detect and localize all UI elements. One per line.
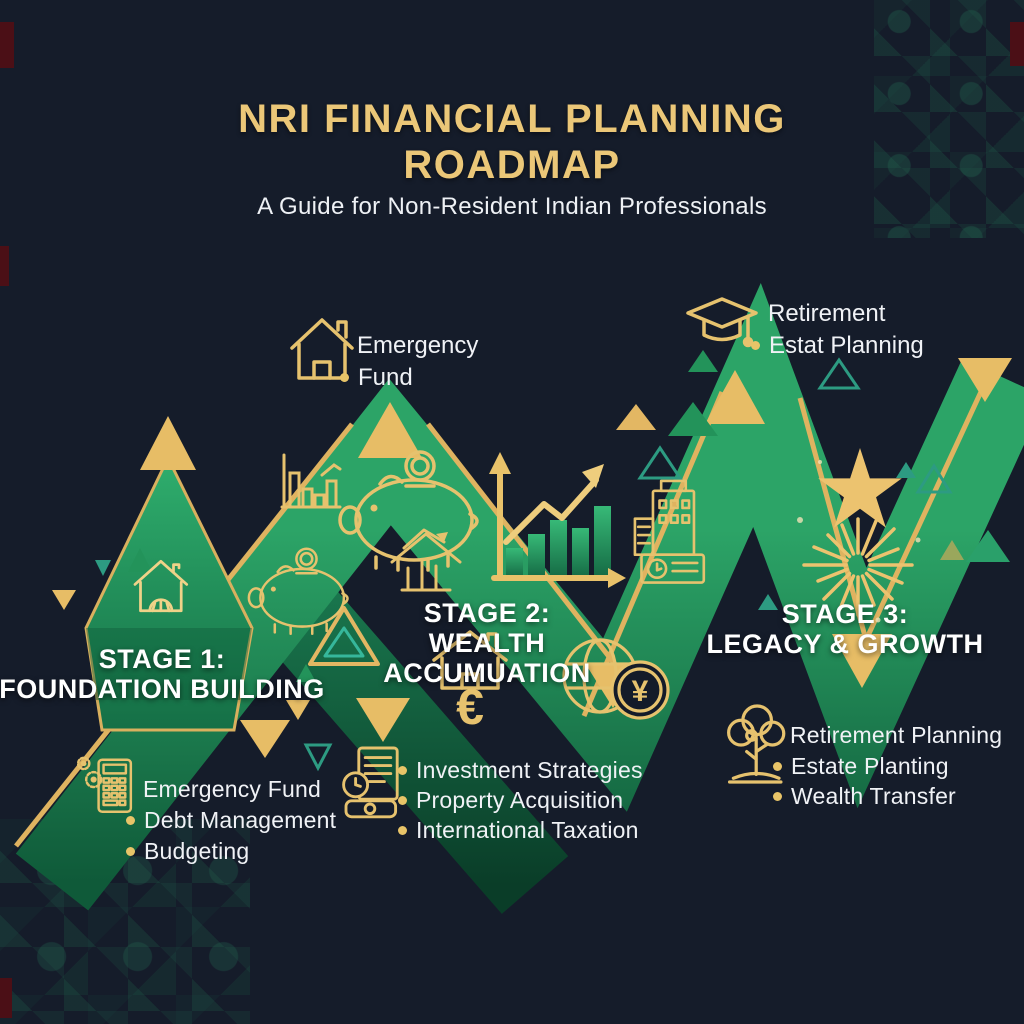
bullet-dot: [340, 373, 349, 382]
page-subtitle: A Guide for Non-Resident Indian Professi…: [257, 193, 767, 220]
graduation-cap-icon: [686, 297, 758, 348]
warning-triangle-icon: [308, 606, 380, 666]
red-accent: [0, 978, 12, 1018]
home-savings-icon: [133, 559, 189, 613]
property-euro-icon: €: [432, 630, 508, 735]
yen-symbol: ¥: [632, 675, 649, 708]
stage3-title: STAGE 3: LEGACY & GROWTH: [706, 599, 984, 659]
bar-chart-icon: [280, 453, 342, 509]
calculator-icon: [76, 756, 133, 814]
house-icon: [290, 318, 354, 380]
callout-emergency-line2: Fund: [340, 364, 413, 392]
callout-retirement-line1: Retirement: [768, 300, 886, 327]
bullet-dot: [773, 762, 782, 771]
stage2-title: STAGE 2: WEALTH ACCUMUATION: [383, 598, 591, 688]
bullet-dot: [126, 816, 135, 825]
decor-triangles: [95, 350, 1010, 772]
arrow-house-icon: [390, 528, 462, 592]
callout-emergency-line1: Emergency: [357, 332, 479, 359]
callout-retirement-line2: Estat Planning: [751, 332, 924, 360]
bullet-dot: [126, 847, 135, 856]
corner-mosaic-top-right: [874, 0, 1024, 238]
stage1-item: Emergency Fund: [143, 776, 321, 802]
globe-yen-icon: ¥: [562, 638, 670, 720]
stage1-item: Budgeting: [126, 838, 249, 865]
stage1-mountain: [84, 416, 254, 732]
stage2-item: International Taxation: [398, 817, 639, 844]
bullet-dot: [773, 792, 782, 801]
bullet-dot: [751, 341, 760, 350]
tree-icon: [727, 704, 786, 784]
stage2-item: Investment Strategies: [398, 757, 643, 784]
bullet-dot: [398, 796, 407, 805]
stage3-item: Estate Planting: [773, 753, 949, 780]
growth-chart-icon: [489, 452, 626, 588]
bullet-dot: [398, 766, 407, 775]
red-accent: [0, 22, 14, 68]
page-title-line2: ROADMAP: [403, 143, 621, 187]
red-accent: [0, 246, 9, 286]
stage3-item: Wealth Transfer: [773, 783, 956, 810]
stage2-item: Property Acquisition: [398, 787, 623, 814]
stage1-title: STAGE 1: FOUNDATION BUILDING: [0, 644, 325, 704]
bullet-dot: [398, 826, 407, 835]
euro-symbol: €: [456, 679, 484, 735]
star-icon: [818, 448, 902, 528]
stage3-item: Retirement Planning: [790, 722, 1003, 748]
red-accent: [1010, 22, 1024, 66]
starburst-icon: [802, 517, 914, 617]
page-title-line1: NRI FINANCIAL PLANNING: [238, 97, 786, 141]
stage1-item: Debt Management: [126, 807, 336, 834]
building-icon: [633, 479, 706, 584]
invoice-icon: [342, 746, 399, 819]
